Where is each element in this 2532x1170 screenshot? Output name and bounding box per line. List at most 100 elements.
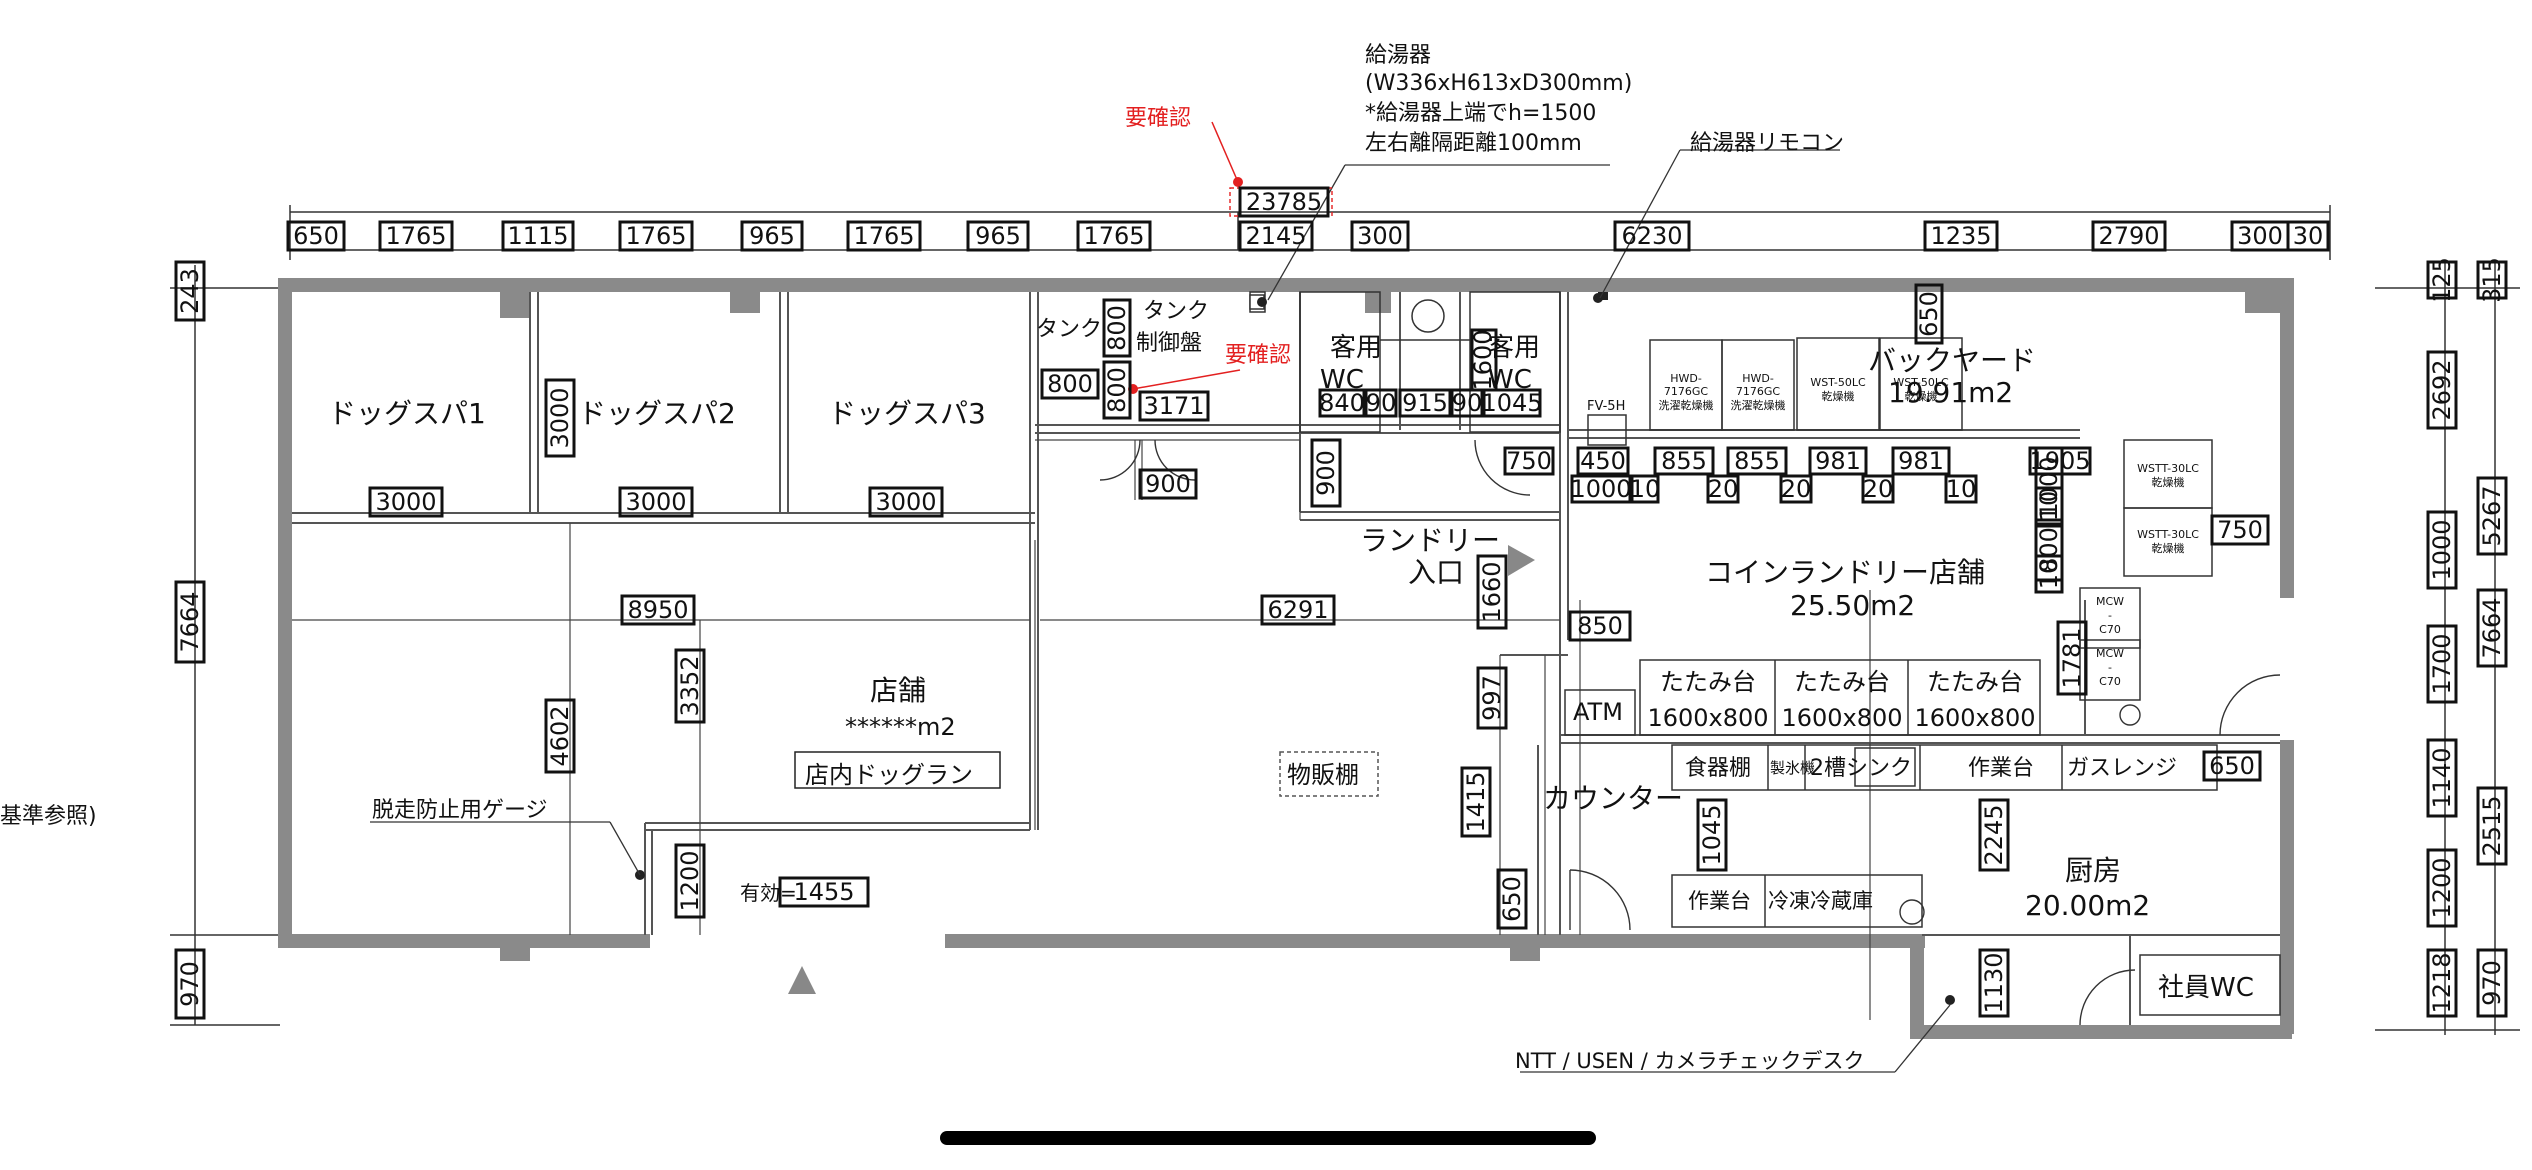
ice-maker-label: 製氷機 <box>1770 759 1815 777</box>
room-kitchen: 厨房 <box>2065 854 2121 887</box>
dim-981b: 981 <box>1898 447 1944 475</box>
mcw-1-sep: - <box>2108 609 2112 622</box>
exterior-walls <box>278 278 2294 1039</box>
interior-dimensions-v: 3000 3352 4602 1200 800 800 1600 900 650… <box>544 283 2088 1018</box>
dim-855a: 855 <box>1661 447 1707 475</box>
room-dog-spa-1: ドッグスパ1 <box>328 397 486 430</box>
ntt-note: NTT / USEN / カメラチェックデスク <box>1515 1049 1865 1073</box>
dim-650a: 650 <box>1915 291 1943 337</box>
dim-top-7: 965 <box>975 222 1021 250</box>
dryer-3-type: 乾燥機 <box>2152 475 2185 489</box>
washer-dryer-1-type: 洗濯乾燥機 <box>1659 398 1714 412</box>
atm-box <box>1564 689 1636 736</box>
folding-table-2: たたみ台 <box>1794 668 1890 696</box>
top-dimensions: 650 1765 1115 1765 965 1765 965 1765 214… <box>286 186 2330 252</box>
mcw-2-sep: - <box>2108 661 2112 674</box>
interior-dimensions-h: 3000 3000 3000 8950 6291 1455 800 3171 9… <box>368 368 2270 908</box>
dim-450: 450 <box>1580 447 1626 475</box>
dim-right-inner-7: 1218 <box>2428 952 2456 1013</box>
dim-right-outer-5: 970 <box>2478 960 2506 1006</box>
washer-dryer-2-model-no: 7176GC <box>1736 385 1781 398</box>
washer-dryer-1-model-no: 7176GC <box>1664 385 1709 398</box>
dim-spa-width-2: 3000 <box>625 488 686 516</box>
dryer-1-model: WST-50LC <box>1810 376 1866 389</box>
dryer-2-type: 乾燥機 <box>1905 389 1938 403</box>
dim-650r: 650 <box>2209 752 2255 780</box>
dim-top-6: 1765 <box>853 222 914 250</box>
atm-label: ATM <box>1573 698 1623 726</box>
dim-spa-width-1: 3000 <box>375 488 436 516</box>
gas-range-label: ガスレンジ <box>2067 756 2177 781</box>
dim-981a: 981 <box>1815 447 1861 475</box>
dryer-3-model: WSTT-30LC <box>2137 462 2199 475</box>
cage-note: 脱走防止用ゲージ <box>372 798 548 823</box>
dryer-4-model: WSTT-30LC <box>2137 528 2199 541</box>
effective-label: 有効= <box>740 881 797 905</box>
kitchen-counter <box>1671 744 2218 791</box>
dim-top-12: 1235 <box>1930 222 1991 250</box>
dim-right-inner-3: 1000 <box>2428 519 2456 580</box>
dim-right-outer-3: 7664 <box>2478 597 2506 658</box>
dim-1660: 1660 <box>1478 561 1506 622</box>
dim-8950: 8950 <box>627 596 688 624</box>
dim-800a: 800 <box>1047 370 1093 398</box>
dim-1200: 1200 <box>676 850 704 911</box>
tank-label: タンク <box>1036 317 1102 342</box>
dim-1415: 1415 <box>1462 771 1490 832</box>
fan-box <box>1587 414 1627 446</box>
dim-4602: 4602 <box>546 705 574 766</box>
dim-1045a: 1045 <box>1481 389 1542 417</box>
room-kitchen-area: 20.00m2 <box>2025 889 2150 922</box>
dim-750r: 750 <box>2217 516 2263 544</box>
dim-800b: 800 <box>1103 305 1131 351</box>
washer-dryer-2-model: HWD- <box>1742 372 1774 385</box>
tank-panel-1: タンク <box>1143 299 1209 324</box>
dim-1781: 1781 <box>2058 627 2086 688</box>
laundry-entry-2: 入口 <box>1408 556 1464 589</box>
room-backyard-area: 19.91m2 <box>1888 376 2013 409</box>
dim-right-inner-1: 125 <box>2428 257 2456 303</box>
dim-right-outer-1: 315 <box>2478 257 2506 303</box>
dog-run-label: 店内ドッグラン <box>805 761 973 789</box>
mcw-2 <box>2079 639 2141 701</box>
door-swings <box>1099 439 2281 1026</box>
dim-10d: 10 <box>2035 559 2063 590</box>
dryer-4-type: 乾燥機 <box>2152 541 2185 555</box>
dim-left-2: 7664 <box>176 591 204 652</box>
reference-lines <box>292 439 1871 1020</box>
confirm-dot-1 <box>1233 177 1243 187</box>
mcw-1-model: C70 <box>2099 623 2121 636</box>
dim-10b: 10 <box>1946 475 1977 503</box>
dryer-1-type: 乾燥機 <box>1822 389 1855 403</box>
home-indicator-bar[interactable] <box>940 1131 1596 1145</box>
staff-wc-label: 社員WC <box>2158 973 2254 1003</box>
dim-10a: 10 <box>1630 475 1661 503</box>
dim-800r: 800 <box>2035 527 2063 573</box>
dim-total-top: 23785 <box>1246 188 1322 216</box>
staff-wc-box <box>2139 954 2281 1016</box>
folding-table-3-size: 1600x800 <box>1914 704 2035 732</box>
freezer-label: 冷凍冷蔵庫 <box>1768 889 1873 913</box>
dim-1000: 1000 <box>1570 475 1631 503</box>
dim-spa-height: 3000 <box>546 387 574 448</box>
dryer-2-model: WST-50LC <box>1893 376 1949 389</box>
dim-2245: 2245 <box>1980 804 2008 865</box>
dim-997: 997 <box>1478 675 1506 721</box>
dim-top-9: 2145 <box>1245 222 1306 250</box>
dim-right-outer-4: 2515 <box>2478 795 2506 856</box>
heater-size: (W336xH613xD300mm) <box>1365 71 1632 96</box>
dim-top-11: 6230 <box>1621 222 1682 250</box>
leader-lines <box>370 149 1951 1073</box>
fan-label: FV-5H <box>1587 399 1625 414</box>
dim-right-inner-6: 1200 <box>2428 857 2456 918</box>
dim-840: 840 <box>1319 389 1365 417</box>
room-shop-area: ******m2 <box>845 713 956 741</box>
goods-shelf-box <box>1279 751 1379 797</box>
right-dimensions: 125 2692 1000 1700 1140 1200 1218 315 52… <box>2426 257 2508 1018</box>
dim-1130: 1130 <box>1980 952 2008 1013</box>
shop-entry-arrow <box>788 966 816 994</box>
dim-1045b: 1045 <box>1698 804 1726 865</box>
guest-wc-1-a: 客用 <box>1330 333 1382 363</box>
dim-left-3: 970 <box>176 961 204 1007</box>
